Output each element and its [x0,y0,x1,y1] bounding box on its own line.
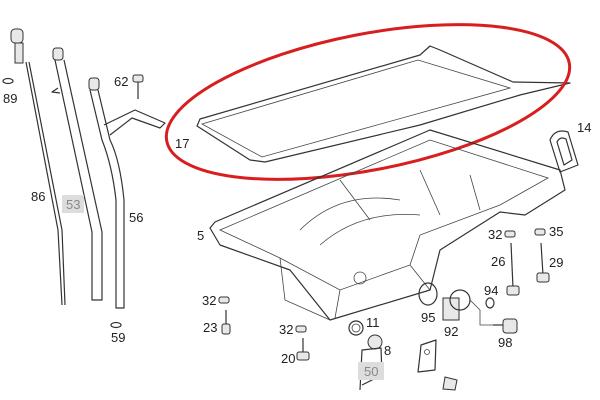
highlight-ellipse [164,23,572,181]
bolt-20[interactable] [296,338,310,361]
guide-tube-56[interactable] [88,77,166,309]
label-89: 89 [3,91,17,106]
washer-59[interactable] [110,321,122,329]
bolt-29[interactable] [536,242,550,283]
label-32-middle: 32 [279,322,293,337]
label-92: 92 [444,324,458,339]
bolt-62[interactable] [132,74,144,99]
label-32-right: 32 [488,227,502,242]
label-11: 11 [366,315,380,330]
label-94: 94 [484,283,498,298]
nut-32-middle[interactable] [295,325,307,333]
oil-pan-5[interactable] [209,129,566,321]
oil-pan-gasket-17[interactable] [196,45,571,163]
washer-89[interactable] [2,77,14,85]
clip-107[interactable] [442,376,458,391]
bolt-23[interactable] [221,310,231,335]
nut-32-right[interactable] [504,230,516,238]
guide-tube-53[interactable] [51,47,103,301]
nut-32-left[interactable] [218,296,230,304]
label-20: 20 [281,351,295,366]
bolt-98[interactable] [493,318,518,334]
label-86: 86 [31,189,45,204]
sensor-92[interactable] [442,289,495,326]
label-95: 95 [421,310,435,325]
bracket-101[interactable] [417,339,437,373]
o-ring-95[interactable] [418,282,438,306]
label-23: 23 [203,320,217,335]
dipstick-86[interactable] [10,28,66,306]
washer-94[interactable] [485,297,495,309]
label-14: 14 [577,120,591,135]
label-5: 5 [197,228,204,243]
bolt-26[interactable] [506,242,520,296]
label-53-bg [62,195,84,213]
label-29: 29 [549,255,563,270]
seal-14[interactable] [549,130,579,173]
label-62: 62 [114,74,128,89]
part-labels: 89 86 53 62 56 59 17 14 5 32 35 26 29 32… [3,74,591,400]
label-56: 56 [129,210,143,225]
drain-plug-8[interactable] [367,334,383,350]
label-17: 17 [175,136,189,151]
label-98: 98 [498,335,512,350]
label-59: 59 [111,330,125,345]
label-53[interactable]: 53 [66,197,80,212]
label-50-bg [358,362,384,380]
label-35: 35 [549,224,563,239]
nut-35[interactable] [534,228,546,236]
label-32-left: 32 [202,293,216,308]
label-8: 8 [384,343,391,358]
seal-ring-11[interactable] [348,320,364,336]
label-26: 26 [491,254,505,269]
label-50[interactable]: 50 [364,364,378,379]
label-107: 107 [445,398,467,400]
